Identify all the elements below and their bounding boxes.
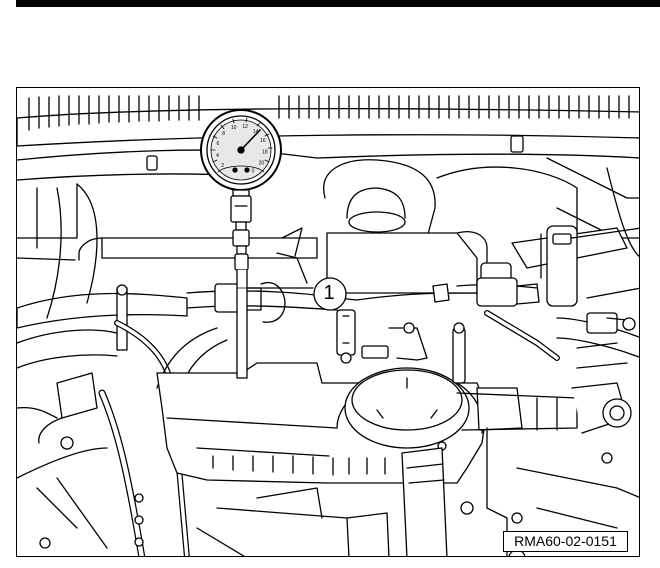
gauge-scale-label: 0 xyxy=(252,169,255,175)
callout-circle xyxy=(313,277,347,311)
gauge-scale-label: 14 xyxy=(253,129,259,135)
callout-number: 1 xyxy=(323,282,335,304)
gauge-scale-label: 6 xyxy=(217,141,220,147)
figure-reference-code: RMA60-02-0151 xyxy=(503,531,628,552)
gauge-scale-label: 8 xyxy=(222,131,225,137)
gauge-scale-label: 4 xyxy=(216,153,219,159)
header-rule xyxy=(16,0,660,7)
gauge-scale-label: 20 xyxy=(259,161,265,167)
gauge-scale-label: 16 xyxy=(260,138,266,144)
gauge-scale-label: 12 xyxy=(242,124,248,130)
gauge-scale-label: 2 xyxy=(221,163,224,169)
gauge-scale-label: 18 xyxy=(262,150,268,156)
gauge-scale-label: 10 xyxy=(231,125,237,131)
cowl-grille xyxy=(17,95,639,147)
